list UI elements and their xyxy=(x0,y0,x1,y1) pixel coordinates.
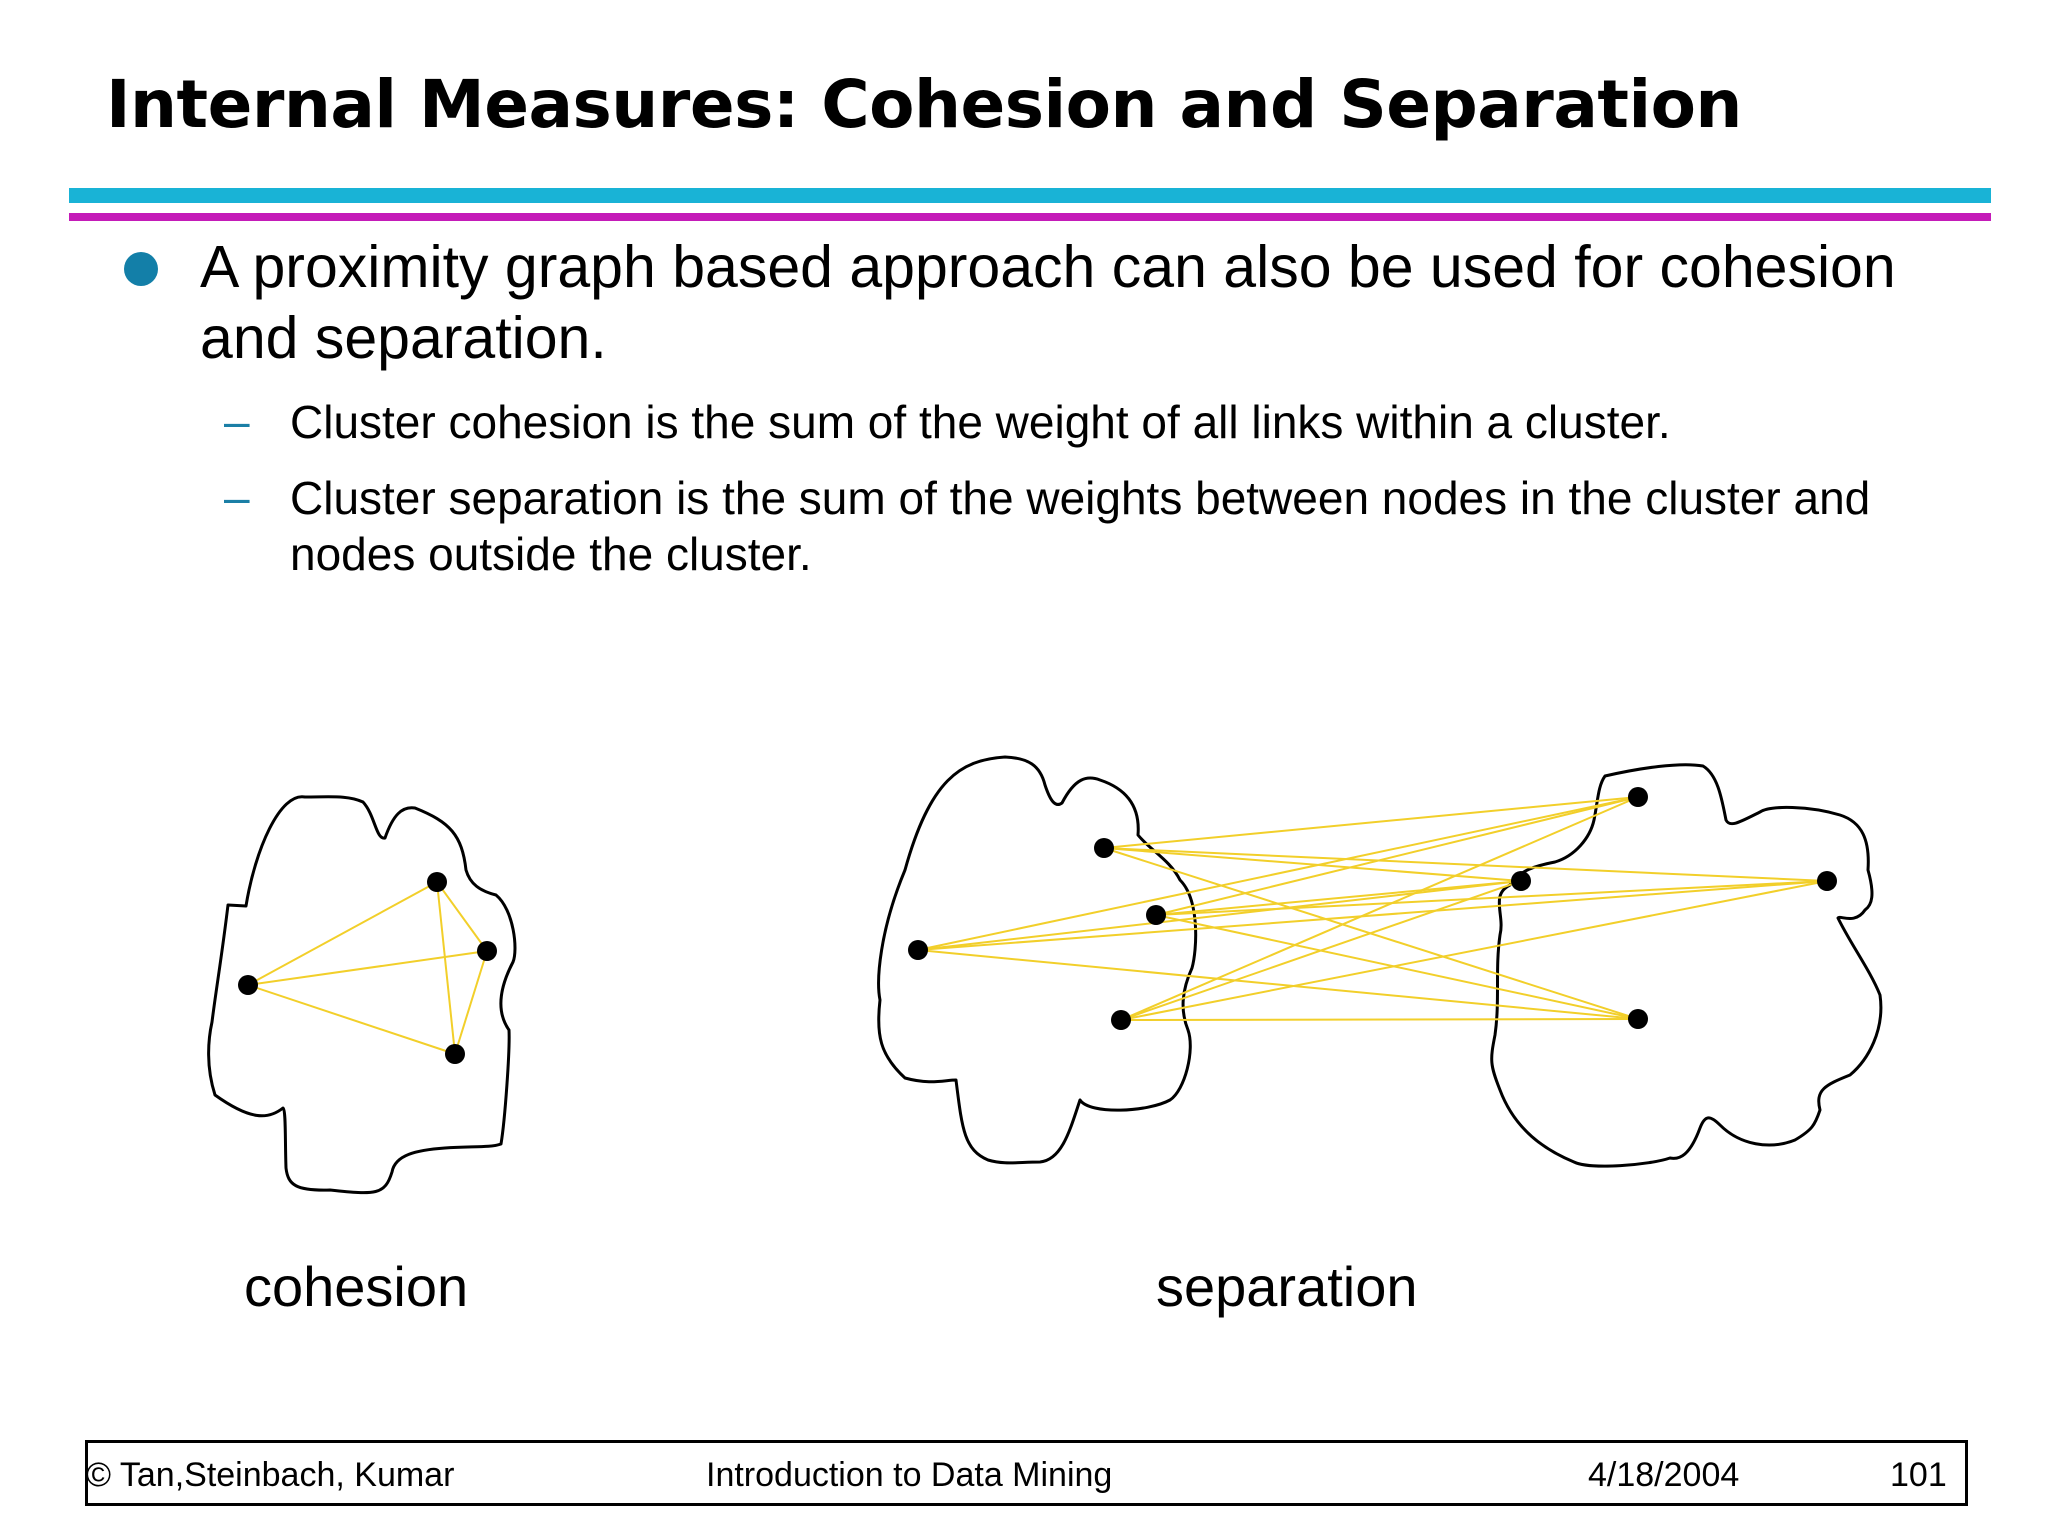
separation-link xyxy=(917,880,1522,951)
subbullet-separation-text: Cluster separation is the sum of the wei… xyxy=(290,472,1871,580)
separation-right-node xyxy=(1511,871,1531,891)
title-rule-cyan xyxy=(69,188,1991,203)
footer-book-title: Introduction to Data Mining xyxy=(706,1456,1113,1494)
separation-right-node xyxy=(1628,787,1648,807)
separation-link xyxy=(1155,914,1639,1020)
title-rule-magenta xyxy=(69,213,1991,221)
cohesion-node xyxy=(238,975,258,995)
cohesion-label: cohesion xyxy=(244,1255,469,1318)
separation-link xyxy=(917,880,1828,951)
footer-box xyxy=(85,1440,1968,1506)
cohesion-link xyxy=(436,881,488,952)
separation-link xyxy=(1120,1018,1639,1021)
separation-left-node xyxy=(1094,838,1114,858)
cohesion-link xyxy=(436,881,456,1055)
separation-link xyxy=(1120,880,1828,1021)
separation-right-cluster-outline xyxy=(1490,763,1883,1168)
separation-link xyxy=(1120,796,1639,1021)
separation-label: separation xyxy=(1156,1255,1418,1318)
separation-left-node xyxy=(908,940,928,960)
separation-link xyxy=(1103,847,1828,882)
separation-left-node xyxy=(1146,905,1166,925)
footer-date: 4/18/2004 xyxy=(1588,1456,1740,1494)
cohesion-node xyxy=(445,1044,465,1064)
footer-page-number: 101 xyxy=(1890,1456,1947,1494)
separation-link xyxy=(1103,796,1639,849)
separation-link xyxy=(1120,880,1522,1021)
separation-right-node xyxy=(1817,871,1837,891)
cohesion-node xyxy=(477,941,497,961)
separation-link xyxy=(917,796,1639,951)
cohesion-node xyxy=(427,872,447,892)
cohesion-link xyxy=(454,950,488,1055)
separation-link xyxy=(1155,880,1522,916)
separation-left-cluster-outline xyxy=(877,755,1198,1165)
separation-left-node xyxy=(1111,1010,1131,1030)
footer-authors: © Tan,Steinbach, Kumar xyxy=(86,1456,455,1494)
cohesion-cluster-outline xyxy=(207,795,517,1195)
subbullet-cohesion-text: Cluster cohesion is the sum of the weigh… xyxy=(290,396,1671,448)
separation-link xyxy=(1155,880,1828,916)
separation-link xyxy=(1103,847,1522,882)
subbullet-dash: – xyxy=(224,395,250,447)
separation-link xyxy=(1155,796,1639,916)
separation-right-node xyxy=(1628,1009,1648,1029)
cohesion-link xyxy=(247,881,438,986)
bullet-icon xyxy=(124,252,158,286)
separation-link xyxy=(917,949,1639,1020)
slide-title: Internal Measures: Cohesion and Separati… xyxy=(106,66,1742,143)
cohesion-link xyxy=(247,950,488,986)
subbullet-dash: – xyxy=(224,471,250,523)
main-bullet-text: A proximity graph based approach can als… xyxy=(200,234,1896,371)
cohesion-link xyxy=(247,984,456,1055)
